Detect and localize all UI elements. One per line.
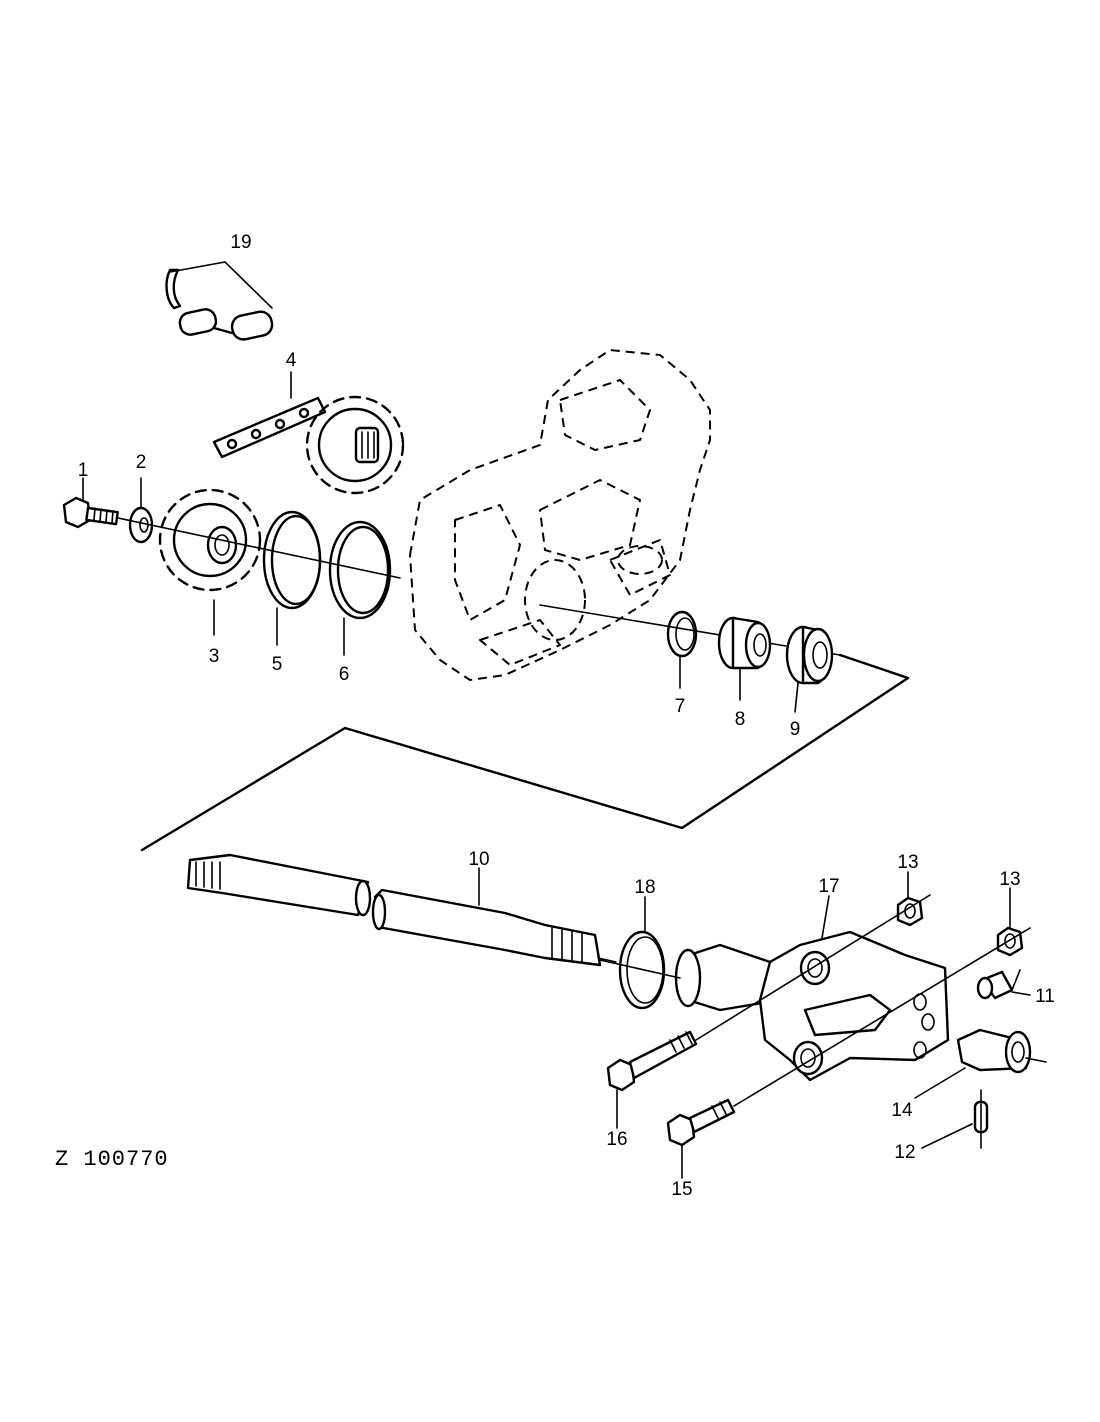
driven-sprocket xyxy=(305,395,405,495)
exploded-view-connector xyxy=(140,653,910,852)
callout-17: 17 xyxy=(818,876,839,897)
callout-18: 18 xyxy=(634,877,655,898)
callout-7: 7 xyxy=(675,696,686,717)
callout-11: 11 xyxy=(1035,986,1055,1007)
callout-2: 2 xyxy=(136,452,147,473)
part-15-cap-screw xyxy=(666,1098,736,1147)
part-19-connecting-link xyxy=(165,268,274,341)
drawing-reference-number: Z 100770 xyxy=(55,1147,169,1172)
callout-15: 15 xyxy=(671,1179,692,1200)
part-3-drive-sprocket xyxy=(158,488,262,592)
part-6-seal-ring xyxy=(328,520,392,620)
part-18-o-ring xyxy=(618,930,666,1010)
part-16-cap-screw-long xyxy=(606,1030,698,1092)
callout-12: 12 xyxy=(894,1142,915,1163)
callout-19: 19 xyxy=(230,232,251,253)
callout-4: 4 xyxy=(286,350,297,371)
part-1-cap-screw xyxy=(62,496,119,529)
callout-8: 8 xyxy=(735,709,746,730)
callout-9: 9 xyxy=(790,719,801,740)
part-11-bushing xyxy=(976,970,1014,1000)
part-9-ball-bearing xyxy=(785,625,834,685)
callout-16: 16 xyxy=(606,1129,627,1150)
part-5-snap-ring xyxy=(262,510,322,610)
part-7-o-ring xyxy=(666,610,698,658)
part-12-spring-pin xyxy=(973,1100,989,1134)
part-14-splined-coupler xyxy=(956,1028,1032,1074)
part-10-pto-shaft xyxy=(186,853,617,967)
part-4-roller-chain xyxy=(212,396,327,459)
part-17-housing xyxy=(674,930,950,1082)
callout-13-right: 13 xyxy=(999,869,1020,890)
callout-3: 3 xyxy=(209,646,220,667)
callout-1: 1 xyxy=(78,460,89,481)
callout-14: 14 xyxy=(891,1100,913,1121)
gearcase-housing-phantom xyxy=(409,349,711,681)
leader-lines xyxy=(82,261,1031,1179)
callout-numbers: 1 2 3 4 5 6 7 8 9 10 18 17 13 13 11 14 1… xyxy=(78,232,1055,1200)
part-8-bearing-cup xyxy=(717,616,772,670)
callout-10: 10 xyxy=(468,849,489,870)
assembly-axis-lines-bottom xyxy=(599,894,1047,1149)
callout-6: 6 xyxy=(339,664,350,685)
callout-5: 5 xyxy=(272,654,283,675)
part-13-lock-nut-right xyxy=(996,926,1024,957)
callout-13-left: 13 xyxy=(897,852,918,873)
